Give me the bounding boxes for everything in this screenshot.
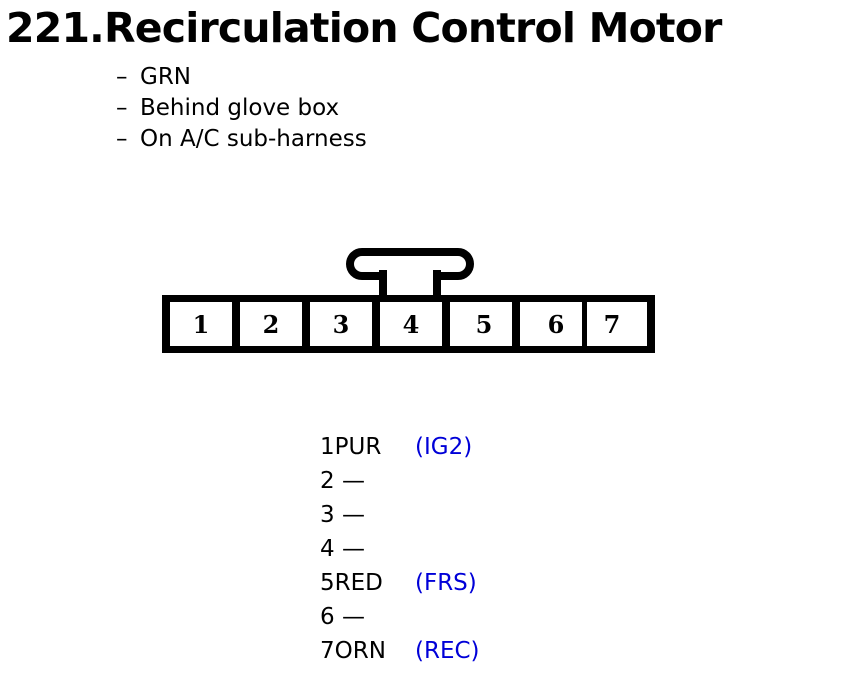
note-item: – GRN — [116, 62, 716, 93]
pin-number-5: 5 — [476, 310, 493, 339]
connector-pin-numbers: 1 2 3 4 5 6 7 — [193, 310, 621, 339]
pinout-row: 7ORN (REC) — [320, 634, 480, 668]
pinout-row-label: 4 — — [320, 536, 365, 562]
note-item-label: On A/C sub-harness — [140, 126, 367, 152]
pinout-row: 1PUR (IG2) — [320, 430, 480, 464]
latch-stem-right — [433, 270, 441, 298]
pinout-row-signal: (REC) — [415, 638, 480, 664]
connector-pin-cells — [170, 302, 647, 346]
notes-list: – GRN – Behind glove box – On A/C sub-ha… — [116, 62, 716, 155]
pinout-row: 6 — — [320, 600, 480, 634]
pin-cell-2 — [240, 302, 302, 346]
dash-icon: – — [116, 126, 128, 152]
page-title: 221.Recirculation Control Motor — [6, 4, 722, 52]
pinout-row-label: 3 — — [320, 502, 365, 528]
note-item-label: Behind glove box — [140, 95, 340, 121]
pin-number-4: 4 — [403, 310, 420, 339]
pinout-row: 3 — — [320, 498, 480, 532]
dash-icon: – — [116, 64, 128, 90]
connector-diagram: 1 2 3 4 5 6 7 — [150, 240, 670, 365]
dash-icon: – — [116, 95, 128, 121]
note-item: – Behind glove box — [116, 93, 716, 124]
pin-cell-6 — [520, 302, 582, 346]
pin-cell-5 — [450, 302, 512, 346]
pinout-row: 5RED (FRS) — [320, 566, 480, 600]
pin-number-3: 3 — [333, 310, 350, 339]
pin-number-7: 7 — [604, 310, 621, 339]
pinout-row-signal: (FRS) — [415, 570, 477, 596]
pinout-list: 1PUR (IG2) 2 — 3 — 4 — 5RED (FRS) 6 — 7O… — [320, 430, 480, 668]
note-item-label: GRN — [140, 64, 192, 90]
latch-stem-left — [379, 270, 387, 298]
pinout-row: 4 — — [320, 532, 480, 566]
latch-stem-opening — [387, 268, 433, 280]
pinout-row-label: 5RED — [320, 570, 383, 596]
pin-number-1: 1 — [193, 310, 210, 339]
pinout-row-label: 7ORN — [320, 638, 386, 664]
pin-cell-1 — [170, 302, 232, 346]
pinout-row: 2 — — [320, 464, 480, 498]
pin-number-2: 2 — [263, 310, 280, 339]
pinout-row-label: 2 — — [320, 468, 365, 494]
pin-cell-7 — [587, 302, 647, 346]
connector-latch-tab — [346, 248, 474, 298]
pinout-row-label: 6 — — [320, 604, 365, 630]
note-item: – On A/C sub-harness — [116, 124, 716, 155]
pinout-row-label: 1PUR — [320, 434, 382, 460]
pin-cell-3 — [310, 302, 372, 346]
pin-cell-4 — [380, 302, 442, 346]
connector-svg: 1 2 3 4 5 6 7 — [162, 248, 655, 353]
pin-number-6: 6 — [548, 310, 565, 339]
pinout-row-signal: (IG2) — [415, 434, 473, 460]
